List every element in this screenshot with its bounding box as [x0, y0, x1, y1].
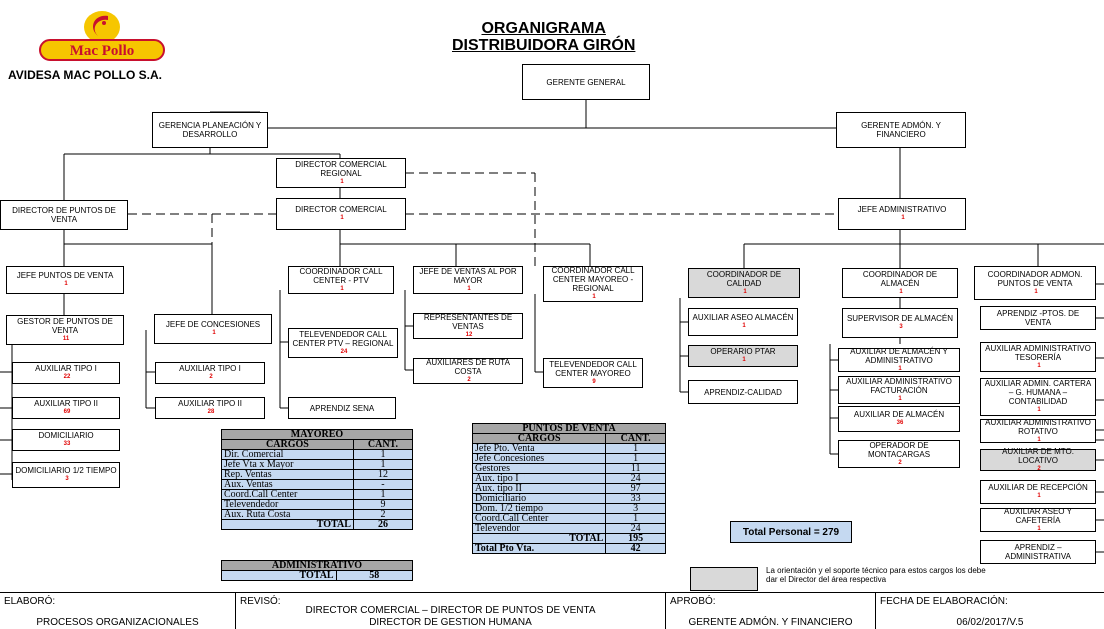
pv-col-cargos: CARGOS: [471, 433, 607, 444]
node-aux-admin-cartera: AUXILIAR ADMIN. CARTERA – G. HUMANA – CO…: [980, 378, 1096, 416]
legend-text: La orientación y el soporte técnico para…: [766, 566, 986, 584]
administrativo-title: ADMINISTRATIVO: [221, 560, 413, 571]
table-row: Aux. Ventas-: [221, 479, 414, 490]
signature-footer: ELABORÓ: PROCESOS ORGANIZACIONALES REVIS…: [0, 592, 1104, 629]
footer-elaboro: ELABORÓ: PROCESOS ORGANIZACIONALES: [0, 593, 236, 629]
title-line-1: ORGANIGRAMA: [481, 20, 606, 37]
mayoreo-title: MAYOREO: [221, 429, 413, 440]
node-gerente-admon: GERENTE ADMÓN. Y FINANCIERO: [836, 112, 966, 148]
node-aprendiz-calidad: APRENDIZ-CALIDAD: [688, 380, 798, 404]
footer-aprobo: APROBÓ: GERENTE ADMÓN. Y FINANCIERO: [666, 593, 876, 629]
footer-reviso: REVISÓ: DIRECTOR COMERCIAL – DIRECTOR DE…: [236, 593, 666, 629]
footer-fecha: FECHA DE ELABORACIÓN: 06/02/2017/V.5: [880, 596, 1024, 628]
node-aprendiz-ptos-venta: APRENDIZ -PTOS. DE VENTA: [980, 306, 1096, 330]
mayoreo-col-cargos: CARGOS: [221, 439, 354, 450]
pv-title: PUNTOS DE VENTA: [472, 423, 666, 434]
node-gerente-general: GERENTE GENERAL: [522, 64, 650, 100]
page-title: ORGANIGRAMA DISTRIBUIDORA GIRÓN: [452, 20, 635, 54]
logo-text: Mac Pollo: [70, 43, 135, 59]
company-name: AVIDESA MAC POLLO S.A.: [8, 68, 163, 82]
mayoreo-col-cant: CANT.: [352, 439, 414, 450]
total-personal: Total Personal = 279: [730, 521, 852, 543]
legend-swatch: [690, 567, 758, 591]
node-gerencia-planeacion: GERENCIA PLANEACIÓN Y DESARROLLO: [152, 112, 268, 148]
node-aprendiz-sena: APRENDIZ SENA: [288, 397, 396, 419]
node-director-puntos-venta: DIRECTOR DE PUNTOS DE VENTA: [0, 200, 128, 230]
pv-col-cant: CANT.: [605, 433, 666, 444]
node-aprendiz-administrativa: APRENDIZ – ADMINISTRATIVA: [980, 540, 1096, 564]
node-coord-call-center-mayoreo: COORDINADOR CALL CENTER MAYOREO - REGION…: [543, 266, 643, 302]
title-line-2: DISTRIBUIDORA GIRÓN: [452, 37, 636, 54]
pv-grand-total-row: Total Pto Vta.42: [471, 543, 666, 554]
mac-pollo-logo: Mac Pollo: [39, 11, 165, 61]
